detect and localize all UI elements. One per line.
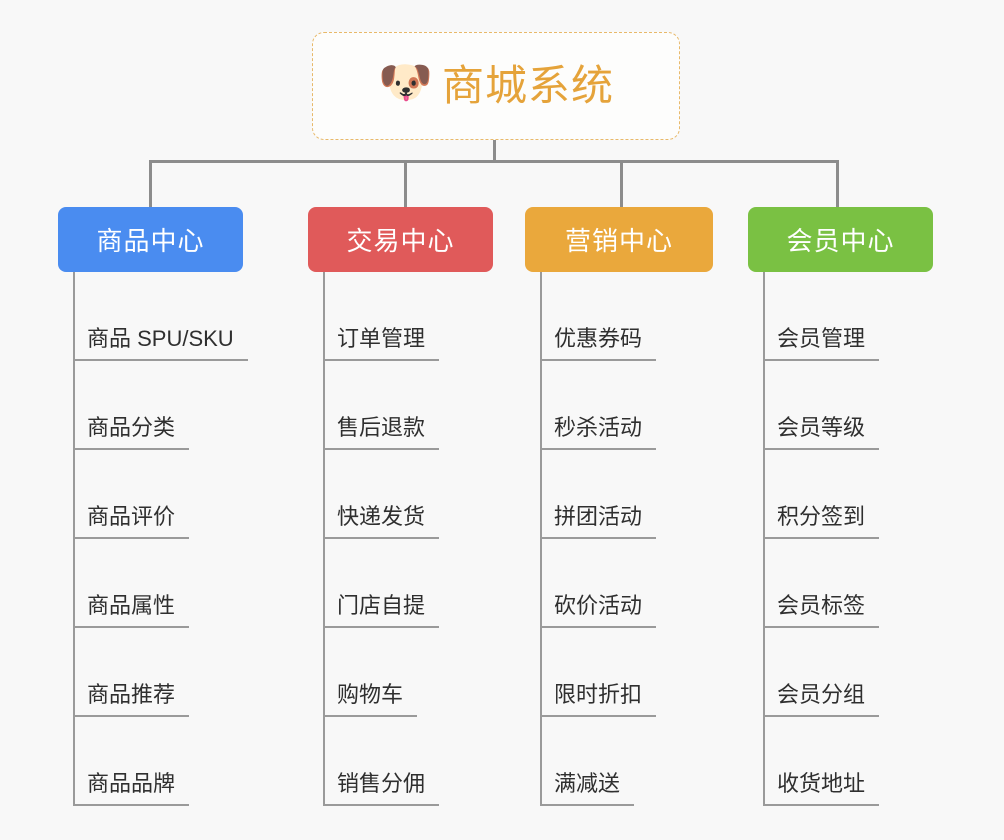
branch-header-4[interactable]: 会员中心 bbox=[748, 207, 933, 272]
leaf-item-label: 售后退款 bbox=[323, 417, 440, 450]
leaf-item[interactable]: 积分签到 bbox=[748, 450, 933, 539]
leaf-item[interactable]: 会员标签 bbox=[748, 539, 933, 628]
branch-trunk-3 bbox=[540, 272, 542, 806]
leaf-item-label: 收货地址 bbox=[763, 773, 880, 806]
leaf-item[interactable]: 门店自提 bbox=[308, 539, 493, 628]
leaf-item-label: 商品属性 bbox=[73, 595, 190, 628]
leaf-item-label: 销售分佣 bbox=[323, 773, 440, 806]
branch-items-3: 优惠券码秒杀活动拼团活动砍价活动限时折扣满减送 bbox=[525, 272, 713, 806]
leaf-item[interactable]: 满减送 bbox=[525, 717, 713, 806]
leaf-item[interactable]: 会员管理 bbox=[748, 272, 933, 361]
branch-header-3[interactable]: 营销中心 bbox=[525, 207, 713, 272]
leaf-item-label: 商品分类 bbox=[73, 417, 190, 450]
leaf-item-label: 拼团活动 bbox=[540, 506, 657, 539]
leaf-item-label: 满减送 bbox=[540, 773, 635, 806]
branch-column-3: 营销中心优惠券码秒杀活动拼团活动砍价活动限时折扣满减送 bbox=[525, 207, 713, 806]
leaf-item[interactable]: 砍价活动 bbox=[525, 539, 713, 628]
branch-column-1: 商品中心商品 SPU/SKU 商品分类商品评价商品属性商品推荐商品品牌 bbox=[58, 207, 248, 806]
leaf-item-label: 会员分组 bbox=[763, 684, 880, 717]
leaf-item-label: 砍价活动 bbox=[540, 595, 657, 628]
connector-root-stem bbox=[493, 140, 496, 163]
leaf-item[interactable]: 购物车 bbox=[308, 628, 493, 717]
branch-trunk-2 bbox=[323, 272, 325, 806]
root-node-title: 商城系统 bbox=[441, 62, 614, 109]
leaf-item[interactable]: 商品分类 bbox=[58, 361, 243, 450]
leaf-item-label: 订单管理 bbox=[323, 328, 440, 361]
branch-column-2: 交易中心订单管理售后退款快递发货门店自提购物车销售分佣 bbox=[308, 207, 493, 806]
leaf-item-label: 秒杀活动 bbox=[540, 417, 657, 450]
leaf-item[interactable]: 商品属性 bbox=[58, 539, 243, 628]
leaf-item[interactable]: 限时折扣 bbox=[525, 628, 713, 717]
branch-header-1[interactable]: 商品中心 bbox=[58, 207, 243, 272]
leaf-item[interactable]: 秒杀活动 bbox=[525, 361, 713, 450]
branch-trunk-1 bbox=[73, 272, 75, 806]
leaf-item-label: 门店自提 bbox=[323, 595, 440, 628]
leaf-item[interactable]: 收货地址 bbox=[748, 717, 933, 806]
leaf-item-label: 积分签到 bbox=[763, 506, 880, 539]
leaf-item-label: 会员管理 bbox=[763, 328, 880, 361]
shiba-dog-face-icon: 🐶 bbox=[377, 58, 433, 107]
connector-drop-3 bbox=[620, 160, 623, 207]
leaf-item[interactable]: 快递发货 bbox=[308, 450, 493, 539]
leaf-item-label: 快递发货 bbox=[323, 506, 440, 539]
leaf-item-label: 商品评价 bbox=[73, 506, 190, 539]
leaf-item[interactable]: 优惠券码 bbox=[525, 272, 713, 361]
branch-column-4: 会员中心会员管理会员等级积分签到会员标签会员分组收货地址 bbox=[748, 207, 933, 806]
root-node-mall-system[interactable]: 🐶 商城系统 bbox=[312, 32, 680, 140]
leaf-item[interactable]: 订单管理 bbox=[308, 272, 493, 361]
connector-drop-1 bbox=[149, 160, 152, 207]
leaf-item-label: 会员等级 bbox=[763, 417, 880, 450]
leaf-item[interactable]: 商品品牌 bbox=[58, 717, 243, 806]
branch-items-1: 商品 SPU/SKU 商品分类商品评价商品属性商品推荐商品品牌 bbox=[58, 272, 248, 806]
branch-header-2[interactable]: 交易中心 bbox=[308, 207, 493, 272]
connector-drop-2 bbox=[404, 160, 407, 207]
leaf-item[interactable]: 售后退款 bbox=[308, 361, 493, 450]
leaf-item[interactable]: 销售分佣 bbox=[308, 717, 493, 806]
leaf-item[interactable]: 拼团活动 bbox=[525, 450, 713, 539]
connector-horizontal-bus bbox=[149, 160, 838, 163]
leaf-item[interactable]: 商品 SPU/SKU bbox=[58, 272, 248, 361]
leaf-item[interactable]: 会员分组 bbox=[748, 628, 933, 717]
leaf-item-label: 限时折扣 bbox=[540, 684, 657, 717]
connector-drop-4 bbox=[836, 160, 839, 207]
leaf-item[interactable]: 商品评价 bbox=[58, 450, 243, 539]
leaf-item-label: 商品推荐 bbox=[73, 684, 190, 717]
branch-trunk-4 bbox=[763, 272, 765, 806]
branch-items-4: 会员管理会员等级积分签到会员标签会员分组收货地址 bbox=[748, 272, 933, 806]
leaf-item-label: 优惠券码 bbox=[540, 328, 657, 361]
leaf-item-label: 会员标签 bbox=[763, 595, 880, 628]
leaf-item-label: 商品品牌 bbox=[73, 773, 190, 806]
leaf-item-label: 购物车 bbox=[323, 684, 418, 717]
branch-items-2: 订单管理售后退款快递发货门店自提购物车销售分佣 bbox=[308, 272, 493, 806]
leaf-item[interactable]: 会员等级 bbox=[748, 361, 933, 450]
leaf-item-label: 商品 SPU/SKU bbox=[73, 328, 248, 361]
leaf-item[interactable]: 商品推荐 bbox=[58, 628, 243, 717]
